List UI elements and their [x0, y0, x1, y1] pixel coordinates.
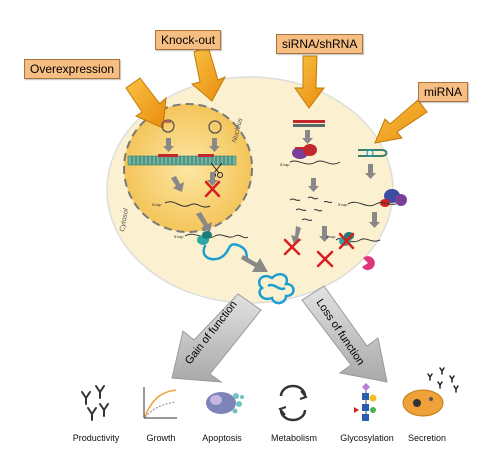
down-arrow-icon [163, 138, 174, 152]
loss-of-function-arrow [301, 285, 388, 383]
phenotype-productivity-label: Productivity [72, 433, 120, 443]
mrna-strand [347, 201, 397, 207]
phenotype-growth-label: Growth [146, 433, 176, 443]
down-arrow-icon [171, 176, 184, 192]
plasmid-icon [161, 119, 175, 133]
down-arrow-icon [302, 130, 313, 144]
mrna-strand [289, 160, 341, 165]
phenotype-apoptosis-label: Apoptosis [202, 433, 242, 443]
mrna-strand [164, 201, 211, 208]
apoptotic-cell-icon [206, 392, 244, 414]
growth-curve-icon [143, 387, 177, 419]
down-arrow-icon [369, 212, 380, 228]
degraded-protein [362, 256, 375, 271]
mirna-arrow [374, 99, 428, 144]
secreting-cell-icon [402, 367, 459, 417]
block-cross-icon [204, 180, 221, 198]
down-arrow-icon [209, 138, 220, 152]
cap-label: 5'cap [174, 234, 184, 239]
knockout-template-icon [208, 120, 222, 134]
mirna-hairpin [358, 149, 388, 157]
phenotype-glycosylation-label: Glycosylation [340, 433, 394, 443]
cycle-arrows-icon [278, 384, 308, 422]
down-arrow-icon [319, 226, 330, 242]
sirna-arrow [294, 55, 325, 109]
phenotype-secretion-label: Secretion [407, 433, 447, 443]
block-cross-icon [283, 238, 301, 256]
cap-label: 5'cap [326, 234, 336, 239]
gain-of-function-arrow [171, 293, 262, 383]
overexpression-arrow [125, 77, 167, 129]
dna-strand [127, 154, 237, 166]
antibody-icon [81, 385, 109, 421]
glycan-icon [354, 383, 377, 421]
down-arrow-icon [308, 178, 319, 192]
down-arrow-icon [207, 172, 218, 186]
ribosome-icon [197, 231, 212, 245]
cap-label: 5'cap [280, 162, 290, 167]
risc-complex-icon [292, 144, 317, 159]
cytosol-label: Cytosol [119, 208, 130, 233]
polypeptide-chain [202, 243, 254, 264]
sirna-label: siRNA/shRNA [276, 34, 364, 54]
down-arrow-icon [196, 212, 212, 232]
right-arrow-icon [241, 255, 268, 272]
folded-protein [257, 273, 295, 305]
nucleus [123, 103, 253, 233]
overexpression-label: Overexpression [24, 59, 121, 79]
cap-label: 5'cap [338, 202, 348, 207]
sirna-duplex [293, 120, 325, 127]
knockout-arrow [190, 45, 227, 102]
block-cross-icon [316, 250, 334, 268]
block-cross-icon [338, 232, 355, 250]
degraded-mrna [289, 196, 333, 221]
cap-label: 5'cap [152, 202, 162, 207]
knockout-label: Knock-out [155, 30, 222, 50]
down-arrow-icon [365, 164, 376, 179]
mirna-label: miRNA [418, 82, 468, 102]
phenotype-metabolism-label: Metabolism [270, 433, 317, 443]
